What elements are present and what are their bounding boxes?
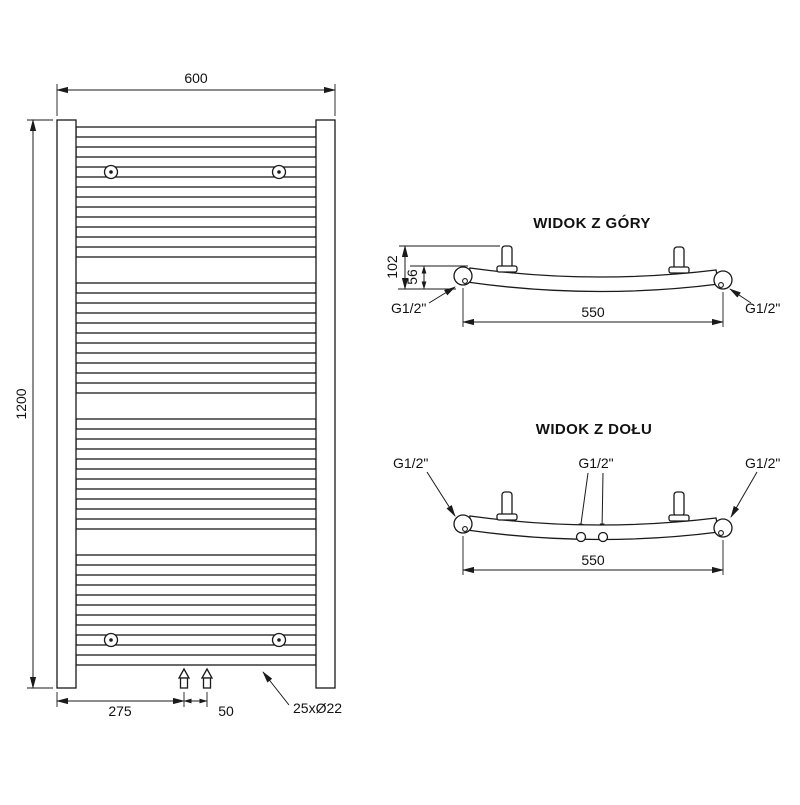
bracket-arm — [673, 491, 685, 517]
leader-line — [428, 286, 456, 304]
dim-spacing-label: 50 — [218, 703, 234, 719]
connection-label-left-top: G1/2" — [391, 286, 456, 316]
bottom-view-title: WIDOK Z DOŁU — [536, 421, 652, 438]
radiator-tube — [75, 146, 317, 158]
dim-height-label: 1200 — [13, 388, 29, 419]
leader-line — [578, 472, 589, 532]
dim-span-label: 550 — [581, 304, 605, 320]
radiator-tube — [75, 226, 317, 238]
dim-span-bottom: 550 — [462, 536, 724, 575]
valve-symbol — [200, 667, 214, 679]
mount-hole-center — [277, 638, 281, 642]
bracket-left — [496, 245, 518, 273]
dim-width: 600 — [56, 70, 336, 116]
dim-width-label: 600 — [184, 70, 208, 86]
connection-label: G1/2" — [391, 300, 426, 316]
connection-label-left-bottom: G1/2" — [393, 455, 456, 517]
right-collector — [315, 119, 336, 689]
valve-symbol — [177, 667, 191, 679]
dim-total-depth-label: 102 — [384, 255, 400, 279]
bracket-left — [496, 491, 518, 521]
center-connection-port — [575, 531, 587, 543]
valve-connections — [177, 667, 214, 689]
radiator-tube — [75, 654, 317, 666]
top-view-title: WIDOK Z GÓRY — [533, 214, 651, 232]
radiator-tube — [75, 594, 317, 606]
radiator-tube — [75, 418, 317, 430]
radiator-tube — [75, 206, 317, 218]
connection-label-center-bottom: G1/2" — [578, 455, 614, 532]
center-connection-port — [597, 531, 609, 543]
bottom-view-drawing — [453, 491, 733, 543]
radiator-tube — [75, 518, 317, 530]
mount-hole-center — [109, 638, 113, 642]
dim-span-label: 550 — [581, 552, 605, 568]
radiator-tube — [75, 614, 317, 626]
bracket-arm — [501, 491, 513, 517]
top-view: WIDOK Z GÓRY 102 56 — [384, 214, 780, 327]
leader-line — [730, 471, 758, 518]
radiator-tube — [75, 382, 317, 394]
bracket-foot — [668, 514, 690, 522]
bracket-foot — [496, 513, 518, 521]
radiator-tube — [75, 554, 317, 566]
leader-line — [262, 671, 290, 706]
bracket-right — [668, 491, 690, 522]
radiator-tube — [75, 478, 317, 490]
front-view: 600 1200 — [13, 70, 342, 719]
mounting-points — [103, 164, 287, 648]
connection-label-right-bottom: G1/2" — [730, 455, 780, 518]
dim-offset-label: 275 — [108, 703, 132, 719]
radiator-tube — [75, 362, 317, 374]
radiator-tube — [75, 126, 317, 138]
valve-stem — [202, 677, 212, 689]
connection-port — [462, 278, 468, 284]
radiator-tube — [75, 246, 317, 258]
valve-stem — [179, 677, 189, 689]
connection-label: G1/2" — [393, 455, 428, 471]
dim-tube-depth-label: 56 — [404, 269, 420, 285]
radiator-tube — [75, 302, 317, 314]
radiator-tube — [75, 282, 317, 294]
leader-line — [729, 288, 752, 304]
radiator-tube — [75, 574, 317, 586]
radiator-body — [56, 119, 336, 689]
mount-hole-center — [109, 170, 113, 174]
bracket-foot — [668, 266, 690, 274]
connection-port — [718, 282, 724, 288]
top-view-drawing — [453, 245, 733, 293]
radiator-tube — [75, 342, 317, 354]
dim-tube-depth: 56 — [404, 265, 468, 290]
tube-spec-label: 25xØ22 — [293, 700, 342, 716]
bracket-foot — [496, 265, 518, 273]
left-collector — [56, 119, 77, 689]
bottom-view: WIDOK Z DOŁU G1/2" G1/2" G1/2" — [393, 421, 780, 575]
connection-port — [462, 526, 468, 532]
radiator-tube — [75, 322, 317, 334]
connection-label-right-top: G1/2" — [729, 288, 780, 316]
connection-label: G1/2" — [745, 300, 780, 316]
radiator-tube — [75, 498, 317, 510]
connection-label: G1/2" — [745, 455, 780, 471]
dim-bottom-connections: 275 50 — [56, 692, 234, 719]
connection-port — [718, 530, 724, 536]
leader-line — [599, 472, 605, 532]
dim-span-top: 550 — [462, 288, 724, 327]
tube-array — [75, 126, 317, 666]
radiator-tube — [75, 458, 317, 470]
tube-spec-callout: 25xØ22 — [262, 671, 342, 716]
bracket-right — [668, 246, 690, 274]
dim-height: 1200 — [13, 119, 53, 689]
mount-hole-center — [277, 170, 281, 174]
radiator-tube — [75, 438, 317, 450]
radiator-tube — [75, 186, 317, 198]
connection-label: G1/2" — [578, 455, 613, 471]
leader-line — [426, 471, 456, 517]
